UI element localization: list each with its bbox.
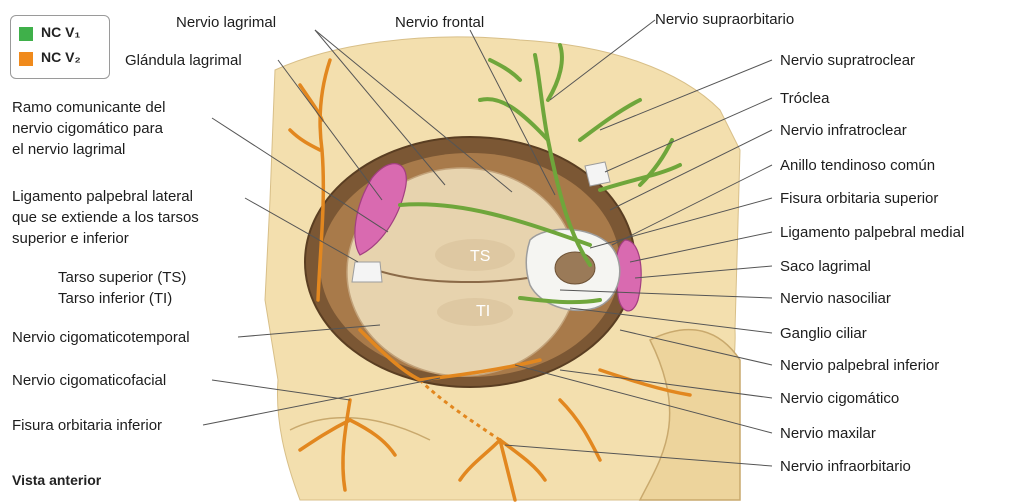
view-caption: Vista anterior: [12, 472, 101, 488]
label-tarsos: Tarso superior (TS) Tarso inferior (TI): [58, 267, 186, 309]
label-saco-lagrimal: Saco lagrimal: [780, 257, 871, 276]
label-nervio-frontal: Nervio frontal: [395, 13, 484, 32]
label-nervio-palpebral-inferior: Nervio palpebral inferior: [780, 356, 939, 375]
legend-swatch-v1: [19, 27, 33, 41]
label-ramo-comunicante: Ramo comunicante del nervio cigomático p…: [12, 97, 165, 160]
label-nervio-supratroclear: Nervio supratroclear: [780, 51, 915, 70]
label-nervio-lagrimal: Nervio lagrimal: [176, 13, 276, 32]
label-nervio-infraorbitario: Nervio infraorbitario: [780, 457, 911, 476]
label-glandula-lagrimal: Glándula lagrimal: [125, 51, 242, 70]
label-nervio-cigomaticotemporal: Nervio cigomaticotemporal: [12, 328, 190, 347]
optic-opening: [555, 252, 595, 284]
label-ts: TS: [470, 248, 490, 266]
label-troclea: Tróclea: [780, 89, 829, 108]
tarso-inferior-shape: [437, 298, 513, 326]
label-nervio-cigomatico: Nervio cigomático: [780, 389, 899, 408]
legend-label-v2: NC V₂: [41, 49, 81, 65]
lateral-ligament: [352, 262, 382, 282]
label-nervio-cigomaticofacial: Nervio cigomaticofacial: [12, 371, 166, 390]
label-ganglio-ciliar: Ganglio ciliar: [780, 324, 867, 343]
trochlea: [585, 162, 610, 186]
label-nervio-maxilar: Nervio maxilar: [780, 424, 876, 443]
legend-swatch-v2: [19, 52, 33, 66]
label-ti: TI: [476, 303, 490, 321]
label-nervio-infratroclear: Nervio infratroclear: [780, 121, 907, 140]
label-anillo-tendinoso: Anillo tendinoso común: [780, 156, 935, 175]
label-ligamento-palpebral-lateral: Ligamento palpebral lateral que se extie…: [12, 186, 199, 249]
legend: NC V₁ NC V₂: [10, 15, 110, 79]
legend-label-v1: NC V₁: [41, 24, 80, 40]
label-fisura-orbitaria-superior: Fisura orbitaria superior: [780, 189, 938, 208]
label-nervio-supraorbitario: Nervio supraorbitario: [655, 10, 794, 29]
label-nervio-nasociliar: Nervio nasociliar: [780, 289, 891, 308]
label-fisura-orbitaria-inferior: Fisura orbitaria inferior: [12, 416, 162, 435]
label-ligamento-palpebral-medial: Ligamento palpebral medial: [780, 223, 964, 242]
